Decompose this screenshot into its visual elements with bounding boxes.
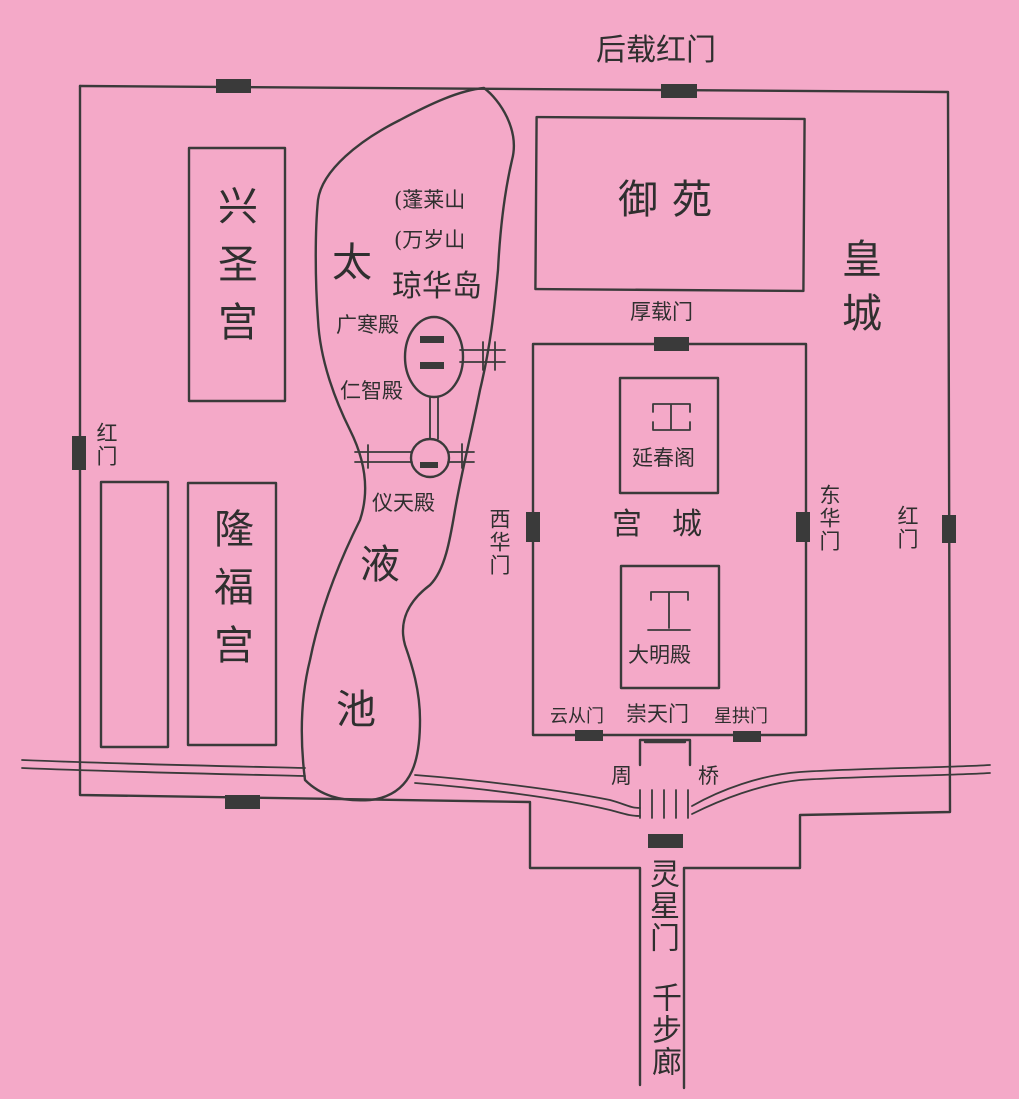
yitian-bridges: [354, 443, 475, 469]
yitian-dian-building: [420, 462, 438, 468]
guanghan-dian-label: 广寒殿: [336, 313, 399, 337]
dong-hua-men-label: 东华门: [817, 484, 841, 553]
yun-cong-men-label: 云从门: [550, 706, 604, 727]
taiye-lake: [300, 86, 515, 802]
gate-block-icon: [661, 84, 697, 98]
da-ming-dian-label: 大明殿: [628, 643, 691, 667]
imperial-city-wall-left: [78, 84, 642, 1087]
xing-sheng-gong-label: 兴圣宫: [211, 185, 257, 359]
hou-zai-men-label: 厚载门: [630, 300, 693, 324]
renzhi-dian-building: [420, 362, 444, 369]
tai-label: 太: [332, 240, 372, 286]
gate-block-icon: [225, 795, 260, 809]
gong-cheng-label: 宫城: [612, 507, 732, 542]
huang-cheng-label: 皇城: [835, 238, 881, 346]
east-bridge: [459, 341, 506, 371]
yu-yuan-label: 御苑: [618, 177, 726, 223]
da-ming-dian-enclosure: [619, 564, 721, 690]
wansui-shan-label: (万岁山: [394, 228, 466, 252]
gate-block-icon: [526, 512, 540, 542]
qian-bu-lang-label: 千步廊: [646, 982, 681, 1078]
long-fu-gong-label: 隆福宫: [207, 508, 253, 682]
yanchun-ge-label: 延春阁: [632, 446, 695, 470]
zhou-qiao-bridge: [639, 789, 689, 819]
qionghua-dao-label: 琼华岛: [392, 269, 482, 304]
gate-block-icon: [942, 515, 956, 543]
gate-block-icon: [216, 79, 251, 93]
hall-glyph-icon: [647, 591, 691, 631]
yitian-islet: [409, 437, 451, 479]
xing-sheng-gong-enclosure: [187, 146, 287, 403]
hall-glyph-icon: [652, 403, 691, 431]
island-causeway: [429, 396, 439, 440]
hou-zai-hong-men-label: 后载红门: [596, 33, 716, 68]
gate-block-icon: [733, 731, 761, 742]
jinshui-river: [21, 759, 991, 809]
yanchun-ge-enclosure: [618, 376, 720, 495]
gate-block-icon: [648, 834, 683, 848]
yitian-dian-label: 仪天殿: [372, 491, 435, 515]
gate-block-icon: [796, 512, 810, 542]
gate-block-icon: [575, 730, 603, 741]
penglai-shan-label: (蓬莱山: [394, 188, 466, 212]
zhou-qiao-label-2: 桥: [698, 764, 719, 788]
west-block-enclosure: [99, 480, 170, 749]
xi-hua-men-label: 西华门: [487, 508, 511, 577]
hong-men-east-label: 红门: [895, 505, 919, 551]
ling-xing-men-label: 灵星门: [644, 858, 679, 954]
long-fu-gong-enclosure: [186, 481, 278, 747]
gate-block-icon: [72, 436, 86, 470]
ye-label: 液: [360, 542, 400, 588]
imperial-city-wall: [78, 84, 952, 1090]
jinshui-river-lower: [21, 767, 991, 817]
guanghan-dian-building: [420, 336, 444, 343]
zhou-qiao-label-1: 周: [611, 764, 632, 788]
chong-tian-men-label: 崇天门: [626, 702, 689, 726]
hong-men-west-label: 红门: [94, 422, 118, 468]
chi-label: 池: [336, 687, 376, 733]
renzhi-dian-label: 仁智殿: [340, 379, 403, 403]
gate-block-icon: [654, 337, 689, 351]
qionghua-island: [403, 315, 465, 399]
chongtian-men-structure: [638, 738, 692, 767]
xing-gong-men-label: 星拱门: [714, 706, 768, 727]
yu-yuan-enclosure: [534, 115, 806, 293]
